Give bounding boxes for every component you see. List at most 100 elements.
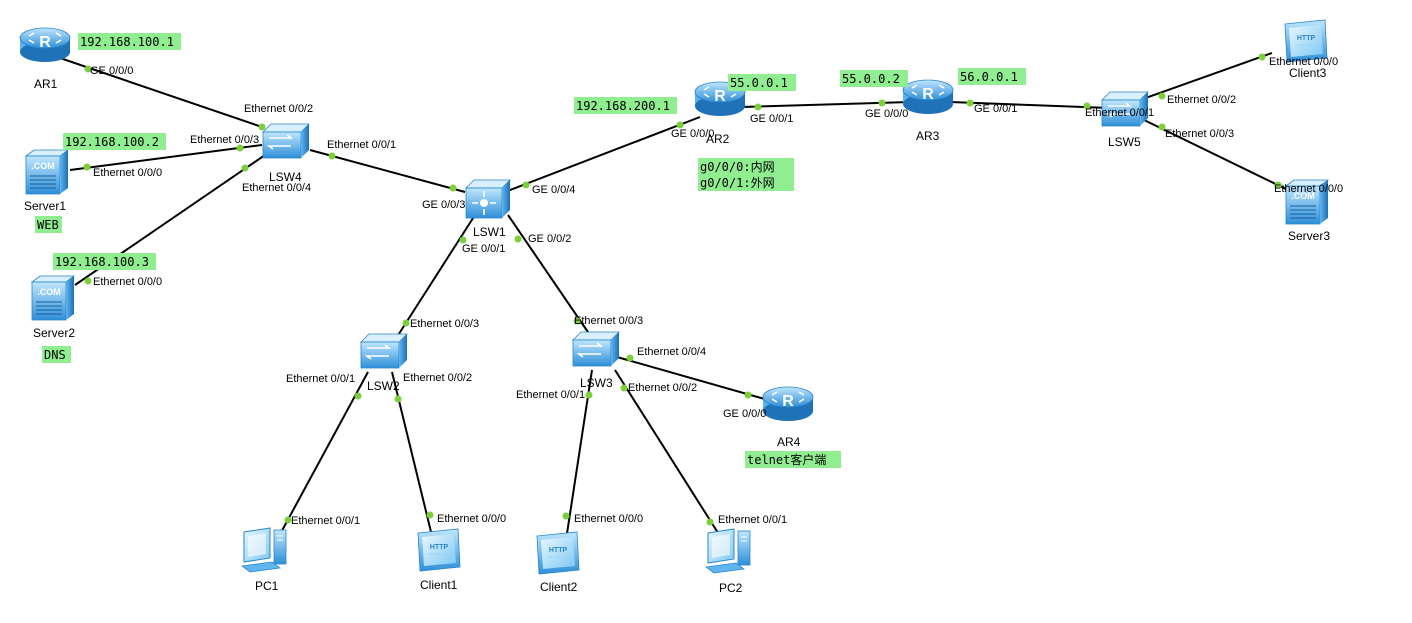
port-label: Ethernet 0/0/2 bbox=[244, 103, 313, 115]
note-ar1-ip: 192.168.100.1 bbox=[78, 33, 181, 50]
svg-text:55.0.0.2: 55.0.0.2 bbox=[842, 72, 900, 86]
port-label: Ethernet 0/0/3 bbox=[1165, 128, 1234, 140]
note-server1-ip: 192.168.100.2 bbox=[63, 133, 166, 150]
note-ar3-g0-ip: 55.0.0.2 bbox=[840, 70, 908, 87]
port-dot bbox=[402, 319, 410, 327]
port-label: Ethernet 0/0/0 bbox=[1274, 183, 1343, 195]
router-icon[interactable] bbox=[762, 386, 814, 422]
router-icon[interactable] bbox=[902, 79, 954, 115]
device-name-lsw2: LSW2 bbox=[367, 379, 400, 393]
port-label: Ethernet 0/0/1 bbox=[291, 515, 360, 527]
svg-text:192.168.100.2: 192.168.100.2 bbox=[65, 135, 159, 149]
port-dots bbox=[83, 53, 1282, 526]
device-name-pc1: PC1 bbox=[255, 579, 279, 593]
device-name-server3: Server3 bbox=[1288, 229, 1330, 243]
note-server1-role: WEB bbox=[35, 216, 62, 233]
port-dot bbox=[626, 354, 634, 362]
port-label: GE 0/0/0 bbox=[90, 65, 133, 77]
port-dot bbox=[585, 391, 593, 399]
link-lsw5-server3 bbox=[1139, 117, 1293, 193]
svg-text:192.168.200.1: 192.168.200.1 bbox=[576, 99, 670, 113]
port-label: GE 0/0/0 bbox=[671, 128, 714, 140]
note-ar3-g1-ip: 56.0.0.1 bbox=[958, 68, 1026, 85]
device-name-client3: Client3 bbox=[1289, 66, 1327, 80]
svg-text:55.0.0.1: 55.0.0.1 bbox=[730, 76, 788, 90]
port-label: Ethernet 0/0/1 bbox=[516, 389, 585, 401]
port-dot bbox=[620, 384, 628, 392]
port-dot bbox=[394, 395, 402, 403]
note-server2-ip: 192.168.100.3 bbox=[53, 253, 156, 270]
svg-text:g0/0/0:内网: g0/0/0:内网 bbox=[700, 160, 775, 174]
pc-icon[interactable] bbox=[241, 527, 287, 573]
svg-text:DNS: DNS bbox=[44, 348, 66, 362]
device-name-pc2: PC2 bbox=[719, 581, 743, 595]
note-ar2-wan-ip: 55.0.0.1 bbox=[728, 74, 796, 91]
router-icon[interactable] bbox=[19, 27, 71, 63]
switch-icon[interactable] bbox=[262, 123, 310, 159]
svg-text:192.168.100.3: 192.168.100.3 bbox=[55, 255, 149, 269]
port-label: Ethernet 0/0/4 bbox=[242, 182, 311, 194]
server-icon[interactable] bbox=[25, 149, 69, 195]
device-name-ar3: AR3 bbox=[916, 129, 940, 143]
link-ar3-lsw5 bbox=[949, 101, 1111, 109]
link-lsw1-lsw2 bbox=[394, 214, 476, 341]
svg-text:WEB: WEB bbox=[37, 218, 59, 232]
link-lsw3-ar4 bbox=[609, 354, 769, 401]
port-dot bbox=[1083, 102, 1091, 110]
port-dot bbox=[284, 516, 292, 524]
link-lsw1-lsw3 bbox=[507, 214, 591, 336]
pc-icon[interactable] bbox=[705, 528, 751, 574]
svg-text:192.168.100.1: 192.168.100.1 bbox=[80, 35, 174, 49]
port-dot bbox=[426, 511, 434, 519]
switch-icon[interactable] bbox=[360, 333, 408, 369]
link-lsw5-client3 bbox=[1139, 52, 1273, 101]
port-label: Ethernet 0/0/2 bbox=[403, 372, 472, 384]
port-dot bbox=[83, 163, 91, 171]
port-dot bbox=[966, 99, 974, 107]
port-dot bbox=[236, 144, 244, 152]
port-label: GE 0/0/1 bbox=[750, 113, 793, 125]
port-label: Ethernet 0/0/0 bbox=[93, 276, 162, 288]
device-name-client1: Client1 bbox=[420, 578, 458, 592]
notes: 192.168.100.1 192.168.100.2 WEB 192.168.… bbox=[35, 33, 1026, 468]
port-label: Ethernet 0/0/0 bbox=[1269, 56, 1338, 68]
port-dot bbox=[573, 317, 581, 325]
port-dot bbox=[354, 392, 362, 400]
port-dot bbox=[562, 512, 570, 520]
port-dot bbox=[744, 391, 752, 399]
note-ar2-lan-ip: 192.168.200.1 bbox=[574, 97, 677, 114]
device-names: AR1 AR2 AR3 AR4 LSW1 LSW2 LSW3 LSW4 LSW5… bbox=[24, 66, 1330, 595]
link-ar1-lsw4 bbox=[59, 57, 263, 128]
client-icon[interactable] bbox=[417, 528, 461, 572]
port-label: GE 0/0/0 bbox=[723, 408, 766, 420]
device-name-lsw4: LSW4 bbox=[269, 170, 302, 184]
device-name-server1: Server1 bbox=[24, 199, 66, 213]
port-label: GE 0/0/0 bbox=[865, 108, 908, 120]
svg-text:telnet客户端: telnet客户端 bbox=[747, 452, 826, 467]
note-ar4-role: telnet客户端 bbox=[745, 451, 841, 468]
port-dot bbox=[328, 152, 336, 160]
port-dot bbox=[1258, 53, 1266, 61]
port-label: Ethernet 0/0/3 bbox=[410, 318, 479, 330]
link-lsw1-ar2 bbox=[504, 116, 701, 193]
l3-switch-icon[interactable] bbox=[465, 179, 511, 219]
port-dot bbox=[459, 236, 467, 244]
switch-icon[interactable] bbox=[572, 331, 620, 367]
port-dot bbox=[258, 123, 266, 131]
port-label: Ethernet 0/0/2 bbox=[628, 382, 697, 394]
link-server1-lsw4 bbox=[69, 144, 263, 171]
port-dot bbox=[706, 518, 714, 526]
port-label: Ethernet 0/0/2 bbox=[1167, 94, 1236, 106]
server-icon[interactable] bbox=[31, 275, 75, 321]
port-dot bbox=[754, 103, 762, 111]
port-labels: GE 0/0/0 Ethernet 0/0/2 Ethernet 0/0/0 E… bbox=[90, 56, 1343, 527]
device-name-ar1: AR1 bbox=[34, 77, 58, 91]
port-dot bbox=[676, 121, 684, 129]
client-icon[interactable] bbox=[536, 531, 580, 575]
port-label: Ethernet 0/0/1 bbox=[1085, 107, 1154, 119]
port-label: GE 0/0/1 bbox=[462, 243, 505, 255]
port-dot bbox=[522, 181, 530, 189]
device-name-ar4: AR4 bbox=[777, 435, 801, 449]
port-label: GE 0/0/4 bbox=[532, 184, 575, 196]
port-dot bbox=[1158, 123, 1166, 131]
